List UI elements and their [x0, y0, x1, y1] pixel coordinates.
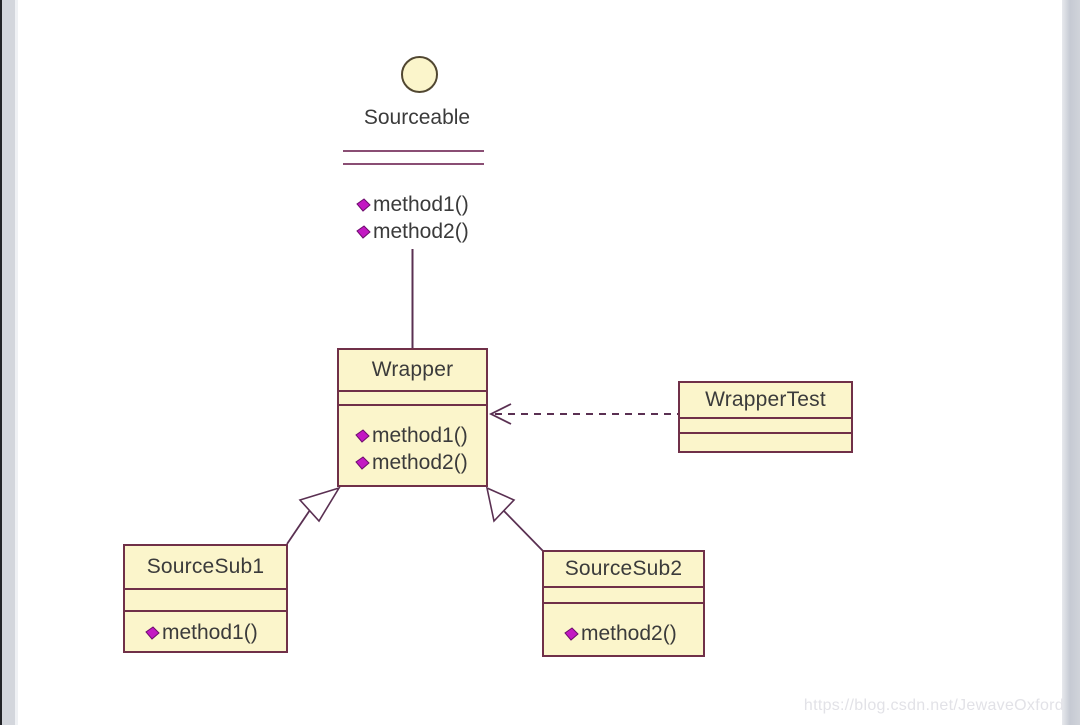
method-item: method2() [356, 218, 469, 245]
interface-divider [343, 150, 484, 152]
method-label: method2() [372, 450, 468, 474]
method-item: method2() [355, 449, 486, 476]
class-box-sourcesub2: SourceSub2 method2() [542, 550, 705, 657]
class-name: SourceSub2 [544, 552, 703, 588]
method-label: method1() [372, 423, 468, 447]
method-diamond-icon [356, 225, 371, 239]
method-label: method1() [373, 192, 469, 216]
generalization-triangle-left-icon [298, 486, 341, 523]
methods-compartment: method1() [125, 612, 286, 646]
attributes-compartment [339, 392, 486, 406]
class-name: Wrapper [339, 350, 486, 392]
interface-circle-icon [401, 56, 438, 93]
attributes-compartment [680, 419, 851, 434]
generalization-triangle-right-icon [485, 486, 516, 523]
watermark-url: https://blog.csdn.net/JewaveOxford [803, 697, 1064, 714]
methods-compartment: method2() [544, 604, 703, 647]
method-diamond-icon [355, 456, 370, 470]
attributes-compartment [544, 588, 703, 604]
method-diamond-icon [145, 626, 160, 640]
method-item: method2() [564, 620, 703, 647]
method-item: method1() [145, 619, 286, 646]
generalization-line-sourcesub1 [286, 509, 311, 545]
left-dark-edge [0, 0, 2, 725]
method-item: method1() [356, 191, 469, 218]
method-diamond-icon [564, 627, 579, 641]
generalization-line-sourcesub2 [503, 510, 544, 552]
method-label: method2() [373, 219, 469, 243]
interface-divider [343, 163, 484, 165]
interface-name: Sourceable [363, 106, 471, 129]
left-light-strip [15, 0, 18, 725]
methods-compartment: method1() method2() [339, 406, 486, 476]
class-box-wrappertest: WrapperTest [678, 381, 853, 453]
interface-method-list: method1() method2() [356, 191, 469, 245]
method-diamond-icon [356, 198, 371, 212]
class-name: SourceSub1 [125, 546, 286, 590]
method-item: method1() [355, 422, 486, 449]
method-diamond-icon [355, 429, 370, 443]
class-box-wrapper: Wrapper method1() method2() [337, 348, 488, 487]
method-label: method1() [162, 620, 258, 644]
class-name: WrapperTest [680, 383, 851, 419]
attributes-compartment [125, 590, 286, 612]
method-label: method2() [581, 621, 677, 645]
dependency-arrowhead-icon [488, 403, 512, 425]
right-scroll-strip [1062, 0, 1080, 725]
class-box-sourcesub1: SourceSub1 method1() [123, 544, 288, 653]
left-gray-strip [2, 0, 15, 725]
